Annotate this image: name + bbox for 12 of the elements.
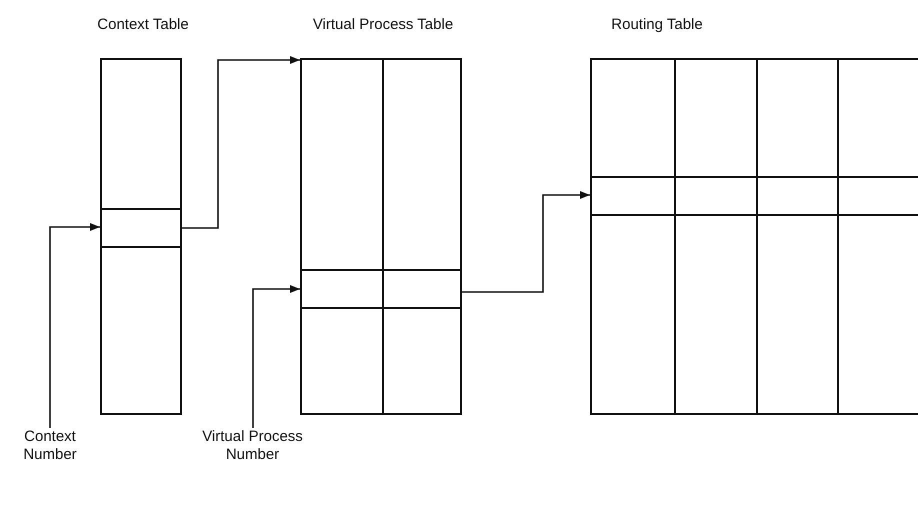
table-row xyxy=(100,208,182,248)
table-title: Virtual Process Table xyxy=(312,16,454,33)
arrow xyxy=(252,285,300,428)
input-label: Virtual Process Number xyxy=(175,428,330,464)
table-title: Context Table xyxy=(96,16,190,33)
table-row xyxy=(300,269,462,309)
arrow xyxy=(49,223,100,428)
arrow xyxy=(182,56,300,229)
input-label: Context Number xyxy=(5,428,95,464)
table-row xyxy=(590,176,918,216)
arrow xyxy=(462,191,590,293)
table-title: Routing Table xyxy=(610,16,704,33)
